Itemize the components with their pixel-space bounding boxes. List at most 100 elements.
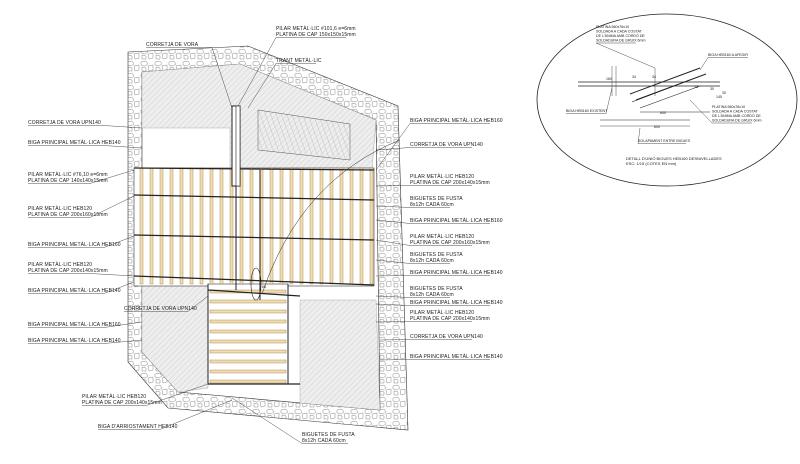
detail-dimension: 160 <box>606 77 612 81</box>
steel-beam <box>133 275 375 286</box>
joist-field-upper <box>133 167 375 287</box>
annotation-text: BIGA PRINCIPAL METÀL·LICA HEB140 <box>410 269 503 276</box>
annotation-text: BIGA PRINCIPAL METÀL·LICA HEB140 <box>410 299 503 306</box>
timber-joist <box>159 167 164 285</box>
annotation-text: PILAR METÀL·LIC HEB120 <box>28 261 92 268</box>
timber-joist <box>359 167 364 285</box>
detail-dimension: 15 <box>694 85 698 89</box>
annotation-text: PLATINA DE CAP 200x140x15mm <box>410 316 490 322</box>
timber-joist <box>139 167 144 285</box>
annotation-text: DE L'ÀNIMA AMB CORDÓ DE <box>712 113 761 118</box>
annotation-text: BIGA PRINCIPAL METÀL·LICA HEB140 <box>410 353 503 360</box>
annotation-text: PLATINA DE CAP 200x160x15mm <box>28 212 108 218</box>
joist-field-lower <box>207 283 289 385</box>
timber-joist <box>279 167 284 285</box>
timber-joist <box>209 359 287 364</box>
annotation-text: SOLAPAMENT ENTRE BIGUES <box>638 139 691 143</box>
steel-beam <box>133 234 375 241</box>
annotation-text: SOLDADA A CADA COSTAT <box>712 110 759 114</box>
annotation-text: BIGUETES DE FUSTA <box>302 432 355 438</box>
timber-joist <box>239 167 244 285</box>
annotation-text: BIGUETES DE FUSTA <box>410 196 463 202</box>
steel-beam <box>207 289 301 297</box>
annotation-text: CORRETJA DE VORA UPN140 <box>410 334 483 340</box>
timber-joist <box>209 349 287 354</box>
detail-dimension: 30 <box>710 87 714 91</box>
floor-hatch-right <box>299 299 381 411</box>
annotation-text: TRANT METÀL·LIC <box>276 57 322 64</box>
annotation-text: PILAR METÀL·LIC #76,10 e=6mm <box>28 171 108 178</box>
annotation-text: 8x12h CADA 60cm <box>410 202 454 208</box>
timber-joist <box>349 167 354 285</box>
annotation-text: 8x12h CADA 60cm <box>302 438 346 444</box>
annotation-text: BIGA HEB160 EXISTENT <box>566 109 608 113</box>
timber-joist <box>219 167 224 285</box>
annotation-text: BIGA D'ARRIOSTAMENT HEB140 <box>98 424 178 430</box>
annotation-text: BIGA PRINCIPAL METÀL·LICA HEB160 <box>410 217 503 224</box>
detail-dimension: 34 <box>632 75 636 79</box>
timber-joist <box>329 167 334 285</box>
detail-dimension: 600 <box>660 111 666 115</box>
annotation-text: CORRETJA DE VORA UPN140 <box>410 142 483 148</box>
annotation-text: ESC: 1/15 (COTES EN mm) <box>626 161 677 166</box>
detail-dimension: 600 <box>654 125 660 129</box>
annotation-text: DETALL D'UNIÓ BIGUES HEB160 DESNIVELLADE… <box>626 156 722 161</box>
timber-joists <box>139 167 374 384</box>
steel-beam <box>133 194 375 201</box>
annotation-text: BIGA PRINCIPAL METÀL·LICA HEB140 <box>28 287 121 294</box>
timber-joist <box>369 167 374 285</box>
staircase <box>257 109 351 161</box>
annotation-text: PILAR METÀL·LIC HEB120 <box>410 173 474 180</box>
timber-joist <box>319 167 324 285</box>
timber-joist <box>179 167 184 285</box>
steel-beams <box>133 167 375 385</box>
timber-joist <box>209 339 287 344</box>
timber-joist <box>269 167 274 285</box>
annotation-text: PILAR METÀL·LIC HEB120 <box>82 393 146 400</box>
detail-dimension: 30 <box>722 91 726 95</box>
annotation-text: BIGA PRINCIPAL METÀL·LICA HEB160 <box>28 241 121 248</box>
annotation-text: PILAR METÀL·LIC #101,6 e=6mm <box>276 25 356 32</box>
annotation-text: PLATINA 560x76x10 <box>596 25 629 29</box>
trant-column-inner <box>235 105 241 187</box>
detail-dimension: 34 <box>652 75 656 79</box>
annotation-text: PLATINA DE CAP 200x140x15mm <box>82 400 162 406</box>
detail-dimension: 145 <box>716 95 722 99</box>
annotation-text: BIGA PRINCIPAL METÀL·LICA HEB140 <box>28 139 121 146</box>
annotation-text: PLATINA DE CAP 140x140x15mm <box>28 178 108 184</box>
annotation-text: PILAR METÀL·LIC HEB120 <box>410 309 474 316</box>
dimension-marker <box>250 267 262 301</box>
timber-joist <box>209 379 287 384</box>
annotation-text: CORRETJA DE VORA UPN140 <box>124 306 197 312</box>
timber-joist <box>149 167 154 285</box>
annotation-text: DE L'ÀNIMA AMB CORDÓ DE <box>596 33 645 38</box>
detail-leader <box>261 139 401 295</box>
dimension-text: 65 <box>262 285 266 289</box>
annotation-text: PLATINA 560x76x10 <box>712 105 745 109</box>
timber-joist <box>189 167 194 285</box>
timber-joist <box>209 319 287 324</box>
beam-joint-detail <box>578 66 720 127</box>
annotation-text: PLATINA DE CAP 200x160x15mm <box>410 240 490 246</box>
annotation-text: BIGA PRINCIPAL METÀL·LICA HEB160 <box>410 117 503 124</box>
timber-joist <box>249 167 254 285</box>
timber-joist <box>169 167 174 285</box>
annotation-text: PLATINA DE CAP 200x140x15mm <box>28 268 108 274</box>
steel-beam <box>133 167 375 171</box>
timber-joist <box>289 167 294 285</box>
annotation-text: 8x12h CADA 60cm <box>410 258 454 264</box>
annotation-text: PILAR METÀL·LIC HEB120 <box>28 205 92 212</box>
timber-joist <box>209 309 287 314</box>
annotation-text: BIGA PRINCIPAL METÀL·LICA HEB140 <box>28 337 121 344</box>
annotation-text: BIGUETES DE FUSTA <box>410 252 463 258</box>
timber-joist <box>209 167 214 285</box>
annotation-text: CORRETJA DE VORA UPN140 <box>28 120 101 126</box>
annotation-text: PLATINA DE CAP 200x140x15mm <box>410 180 490 186</box>
timber-joist <box>209 369 287 374</box>
timber-joist <box>339 167 344 285</box>
timber-joist <box>299 167 304 285</box>
timber-joist <box>209 329 287 334</box>
